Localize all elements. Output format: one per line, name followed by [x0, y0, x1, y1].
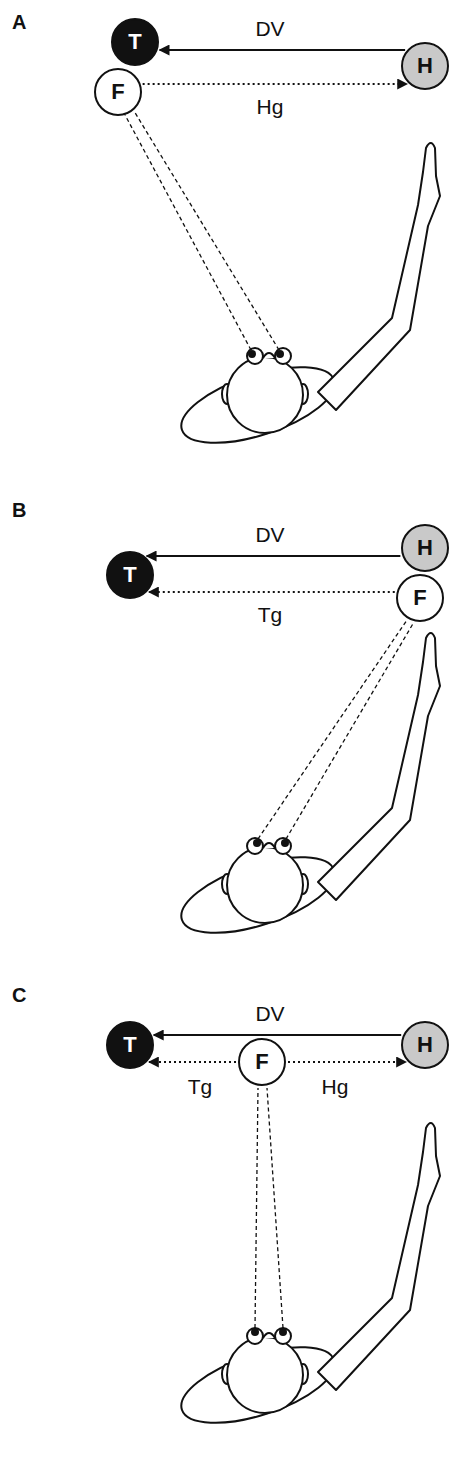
vector-label: DV: [252, 17, 287, 40]
panel-letter: B: [12, 500, 26, 520]
circle-node: F: [396, 574, 444, 622]
node-letter: T: [123, 564, 136, 586]
gaze-vector: [149, 591, 395, 593]
observer-figure: [173, 633, 440, 948]
gaze-vector: [149, 1061, 236, 1063]
node-letter: F: [111, 81, 124, 103]
difference-vector: [147, 555, 401, 557]
node-letter: H: [417, 55, 433, 77]
node-letter: T: [128, 31, 141, 53]
node-letter: T: [123, 1034, 136, 1056]
circle-node: T: [111, 18, 159, 66]
circle-node: F: [94, 68, 142, 116]
circle-node: H: [401, 1021, 449, 1069]
circle-node: F: [238, 1038, 286, 1086]
vector-label: Tg: [185, 1075, 216, 1098]
circle-node: T: [106, 1021, 154, 1069]
difference-vector: [154, 1034, 401, 1036]
difference-vector: [160, 49, 405, 51]
vector-label: Tg: [255, 603, 286, 626]
vector-label: DV: [252, 1002, 287, 1025]
node-letter: H: [417, 537, 433, 559]
circle-node: H: [401, 524, 449, 572]
vector-label: DV: [252, 523, 287, 546]
panel-letter: A: [12, 12, 26, 32]
circle-node: H: [401, 42, 449, 90]
gaze-vector: [288, 1061, 406, 1063]
observer-figure: [173, 1123, 440, 1438]
vector-label: Hg: [254, 95, 287, 118]
gaze-vector: [143, 83, 407, 85]
node-letter: F: [255, 1051, 268, 1073]
circle-node: T: [106, 551, 154, 599]
vector-label: Hg: [319, 1075, 352, 1098]
node-letter: H: [417, 1034, 433, 1056]
node-letter: F: [413, 587, 426, 609]
observer-figure: [124, 111, 440, 458]
panel-letter: C: [12, 985, 26, 1005]
